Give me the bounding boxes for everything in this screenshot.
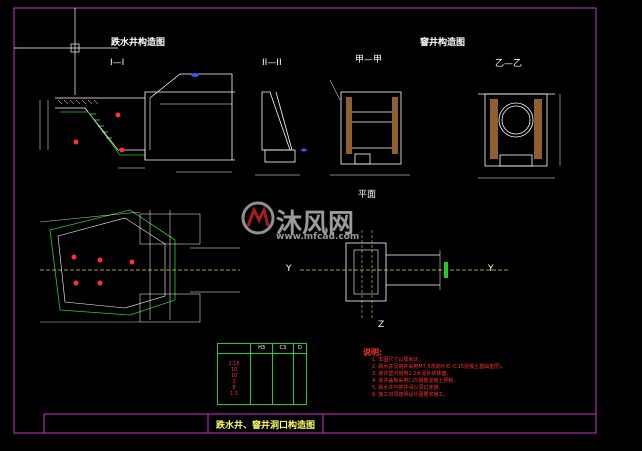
table-header: H3 (250, 343, 273, 354)
title-block-text: 跌水井、窨井洞口构造图 (216, 421, 316, 431)
table-header: C3 (271, 343, 294, 354)
cut-marker-left: Y (286, 264, 292, 274)
section-2-label: II—II (262, 58, 282, 68)
drop-well-red-labels (73, 73, 199, 153)
note-item: 6. 施工时须按照设计图要求施工。 (372, 392, 449, 398)
note-item: 5. 跌水井与窨井间以洞口连接。 (372, 385, 444, 391)
table-cell (250, 352, 273, 406)
table-cell (292, 352, 308, 406)
table-header: D (292, 343, 308, 354)
table-cell (271, 352, 294, 406)
note-item: 1. 本图尺寸以厘米计。 (372, 357, 424, 363)
watermark-url: www.mfcad.com (276, 232, 360, 242)
notes-title: 说明: (363, 348, 383, 357)
section-jia-view (329, 79, 410, 176)
cut-marker-bottom: Z (378, 320, 385, 330)
table-row-value: 2:15 (228, 360, 240, 367)
table-row-value: 1.5 (230, 390, 239, 397)
note-item: 4. 窨井盖板采用C25钢筋混凝土预制。 (372, 378, 459, 384)
manhole-title: 窨井构造图 (420, 38, 466, 48)
sheet-border (13, 7, 597, 434)
section-jia-label: 甲—甲 (355, 55, 383, 65)
manhole-plan (300, 230, 510, 320)
note-item: 3. 窨井壁内侧用1:2水泥砂浆抹面。 (372, 371, 452, 377)
crosshair-cursor-icon (14, 8, 118, 95)
table-row-value: 2 (232, 378, 236, 385)
section-1-label: I—I (110, 58, 125, 68)
table-header (216, 343, 252, 354)
spec-table: H3 C3 D 2:15 10 10 2 8 1.5 (216, 343, 308, 406)
section-yi-label: 乙—乙 (495, 59, 523, 69)
table-row-value: 10 (230, 372, 238, 379)
cut-marker-right: Y (488, 264, 494, 274)
table-row-value: 8 (232, 384, 236, 391)
note-item: 2. 跌水井及窨井采用M7.5浆砌片石 (C15混凝土基础垫层)。 (372, 364, 506, 370)
drop-well-section (39, 73, 235, 173)
plan-title: 平面 (358, 190, 377, 200)
table-cell: 2:15 10 10 2 8 1.5 (216, 352, 252, 406)
watermark-logo-icon (241, 201, 275, 235)
watermark-brand: 沐风网 (276, 209, 355, 239)
section-yi-view (478, 93, 561, 179)
drop-well-plan (39, 209, 240, 323)
table-row-value: 10 (230, 366, 238, 373)
section-II-view (255, 91, 307, 176)
drop-well-title: 跌水井构造图 (111, 38, 166, 48)
